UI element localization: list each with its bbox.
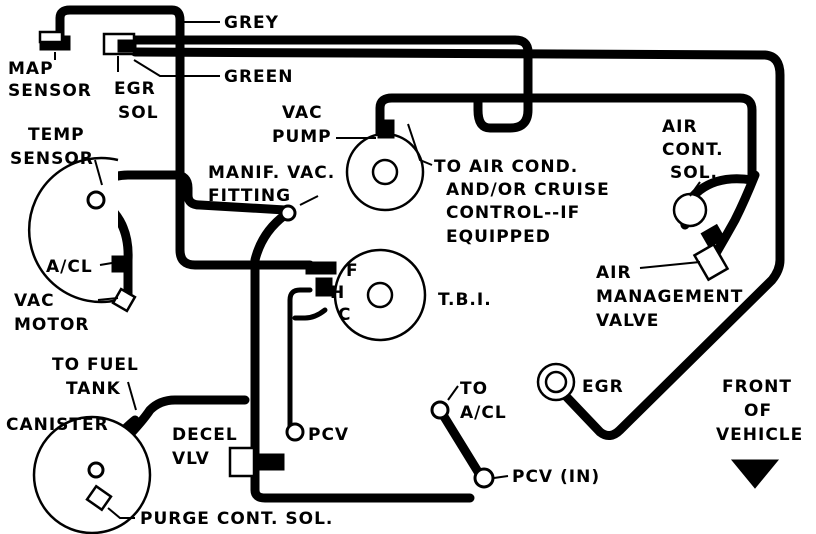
label-temp-sensor-2: SENSOR: [10, 149, 94, 169]
to-acl-port: [430, 400, 450, 420]
egr-hose: [115, 35, 533, 133]
label-decel-1: DECEL: [172, 425, 238, 445]
label-grey: GREY: [224, 13, 279, 33]
label-air-cond-3: CONTROL--IF: [446, 203, 580, 223]
label-fuel-tank-1: TO FUEL: [52, 355, 139, 375]
front-arrow-icon: [730, 459, 780, 489]
label-vac-pump-2: PUMP: [272, 127, 332, 147]
label-to-acl-1: TO: [460, 379, 488, 399]
label-manif-vac-2: FITTING: [208, 186, 291, 206]
tbi-center: [366, 281, 394, 309]
label-canister: CANISTER: [6, 415, 109, 435]
tbi-port-block: [305, 261, 337, 275]
label-egr-sol-2: SOL: [118, 103, 159, 123]
label-air-mgmt-1: AIR: [596, 263, 632, 283]
label-air-cond-1: TO AIR COND.: [434, 157, 578, 177]
label-egr-sol-1: EGR: [114, 79, 156, 99]
label-manif-vac-1: MANIF. VAC.: [208, 163, 335, 183]
main-vacuum-hose: [130, 47, 785, 440]
leader-temp: [94, 159, 103, 186]
leader-air-cont: [689, 181, 701, 197]
label-vac-pump-1: VAC: [282, 103, 323, 123]
label-front-2: OF: [744, 401, 772, 421]
air-control-solenoid: [672, 192, 708, 228]
leader-manif: [299, 195, 319, 206]
vac-pump-hose: [375, 93, 757, 185]
leader-purge: [107, 507, 135, 519]
label-tbi-c: C: [338, 305, 351, 325]
egr-solenoid-connector: [117, 39, 137, 53]
label-map-sensor-1: MAP: [8, 59, 54, 79]
label-pcv: PCV: [308, 425, 349, 445]
label-tbi: T.B.I.: [438, 290, 492, 310]
label-green: GREEN: [224, 67, 294, 87]
label-air-cond-4: EQUIPPED: [446, 227, 551, 247]
leader-fuel-tank: [127, 381, 137, 411]
manifold-fitting-hose: [250, 210, 475, 503]
tbi-port-hose-2: [292, 307, 328, 321]
egr-valve-inner: [544, 370, 568, 394]
label-temp-sensor-1: TEMP: [28, 125, 85, 145]
label-tbi-h: H: [330, 283, 345, 303]
leader-pcv-in: [493, 475, 509, 479]
decel-valve: [228, 446, 256, 478]
leader-to-acl: [447, 385, 459, 401]
label-air-mgmt-2: MANAGEMENT: [596, 287, 743, 307]
label-air-mgmt-3: VALVE: [596, 311, 659, 331]
leader-green: [133, 59, 220, 77]
label-front-1: FRONT: [722, 377, 792, 397]
pcv-valve: [285, 422, 305, 442]
decel-valve-fitting: [253, 453, 285, 471]
label-vac-motor-1: VAC: [14, 291, 55, 311]
tbi-port-block-2: [315, 277, 333, 297]
leader-canister: [134, 421, 146, 425]
air-mgmt-hose: [710, 170, 760, 260]
air-management-valve: [692, 242, 730, 282]
leader-acl: [99, 261, 119, 266]
air-management-connector: [700, 223, 726, 249]
label-acl: A/CL: [46, 257, 93, 277]
label-air-cont-sol-1: AIR: [662, 117, 698, 137]
label-tbi-f: F: [346, 261, 359, 281]
pcv-in-hose: [435, 405, 485, 480]
leader-air-mgmt: [639, 261, 701, 269]
label-purge: PURGE CONT. SOL.: [140, 509, 333, 529]
canister-port-a: [87, 461, 105, 479]
vac-pump-port: [377, 119, 395, 139]
label-front-3: VEHICLE: [716, 425, 803, 445]
manifold-vac-fitting: [279, 204, 297, 222]
leader-vac-motor: [97, 297, 119, 301]
label-vac-motor-2: MOTOR: [14, 315, 90, 335]
temp-sensor: [27, 156, 119, 304]
temp-sensor-port: [86, 190, 106, 210]
vac-motor: [111, 255, 129, 273]
leader-air-cond: [407, 123, 433, 166]
purge-control-solenoid: [85, 484, 113, 512]
label-decel-2: VLV: [172, 449, 210, 469]
label-to-acl-2: A/CL: [460, 403, 507, 423]
pcv-in-port: [473, 467, 495, 489]
label-egr: EGR: [582, 377, 624, 397]
map-sensor-hose: [55, 5, 315, 270]
label-air-cont-sol-2: CONT.: [662, 140, 724, 160]
vac-pump-center: [371, 158, 399, 186]
tbi-port-hose: [287, 287, 313, 433]
label-fuel-tank-2: TANK: [66, 379, 121, 399]
vac-motor-body: [111, 287, 137, 313]
map-sensor-body: [38, 30, 64, 44]
label-pcv-in: PCV (IN): [512, 467, 600, 487]
label-air-cont-sol-3: SOL.: [670, 163, 718, 183]
label-map-sensor-2: SENSOR: [8, 81, 92, 101]
label-air-cond-2: AND/OR CRUISE: [446, 180, 610, 200]
